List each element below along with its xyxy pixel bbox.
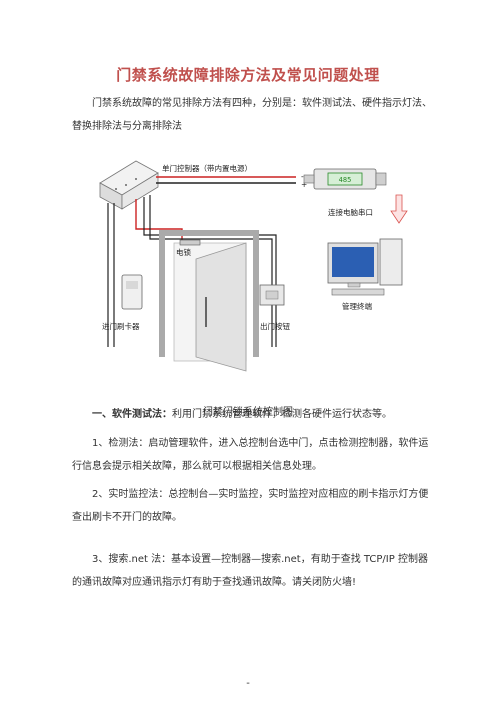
wire-minus-sign: - [301,172,304,181]
paragraph-search: 3、搜索.net 法：基本设置—控制器—搜索.net，有助于查找 TCP/IP … [72,554,428,588]
section-heading: 一、软件测试法：利用门禁系统管理软件，检测各硬件运行状态等。 [72,403,432,426]
terminal-label: 管理终端 [342,301,372,311]
lock-label: 电锁 [176,247,191,257]
exit-button-icon [259,284,285,306]
section-heading-lead: 一、软件测试法： [92,409,172,420]
intro-paragraph: 门禁系统故障的常见排除方法有四种，分别是：软件测试法、硬件指示灯法、替换排除法与… [72,98,432,132]
arrow-down-icon [390,194,408,224]
section-heading-text: 利用门禁系统管理软件，检测各硬件运行状态等。 [172,409,392,420]
serial-converter-icon [303,168,387,190]
computer-terminal-icon [327,238,403,296]
wire-plus-sign: + [301,180,307,189]
controller-box-icon [99,160,159,210]
diagram-caption: 门禁门锁系统控制图 [203,407,293,418]
access-control-diagram: - + 485 单门控制器（带内置电源） 连接电脑串口 电锁 [99,160,408,372]
electric-lock-icon [179,239,201,246]
card-reader-icon [121,274,143,310]
converter-display: 485 [339,176,352,184]
paragraph-detect: 1、检测法：启动管理软件，进入总控制台选中门，点击检测控制器，软件运行信息会提示… [72,438,429,472]
page-mark: - [246,678,250,689]
exit-button-label: 出门按钮 [260,321,290,331]
controller-label: 单门控制器（带内置电源） [162,163,252,173]
card-reader-label: 进门刷卡器 [102,321,140,331]
door-icon [159,230,259,372]
pc-port-label: 连接电脑串口 [328,207,373,217]
page-title: 门禁系统故障排除方法及常见问题处理 [116,66,380,84]
paragraph-monitor: 2、实时监控法：总控制台—实时监控，实时监控对应相应的刷卡指示灯方便查出刷卡不开… [72,489,429,523]
